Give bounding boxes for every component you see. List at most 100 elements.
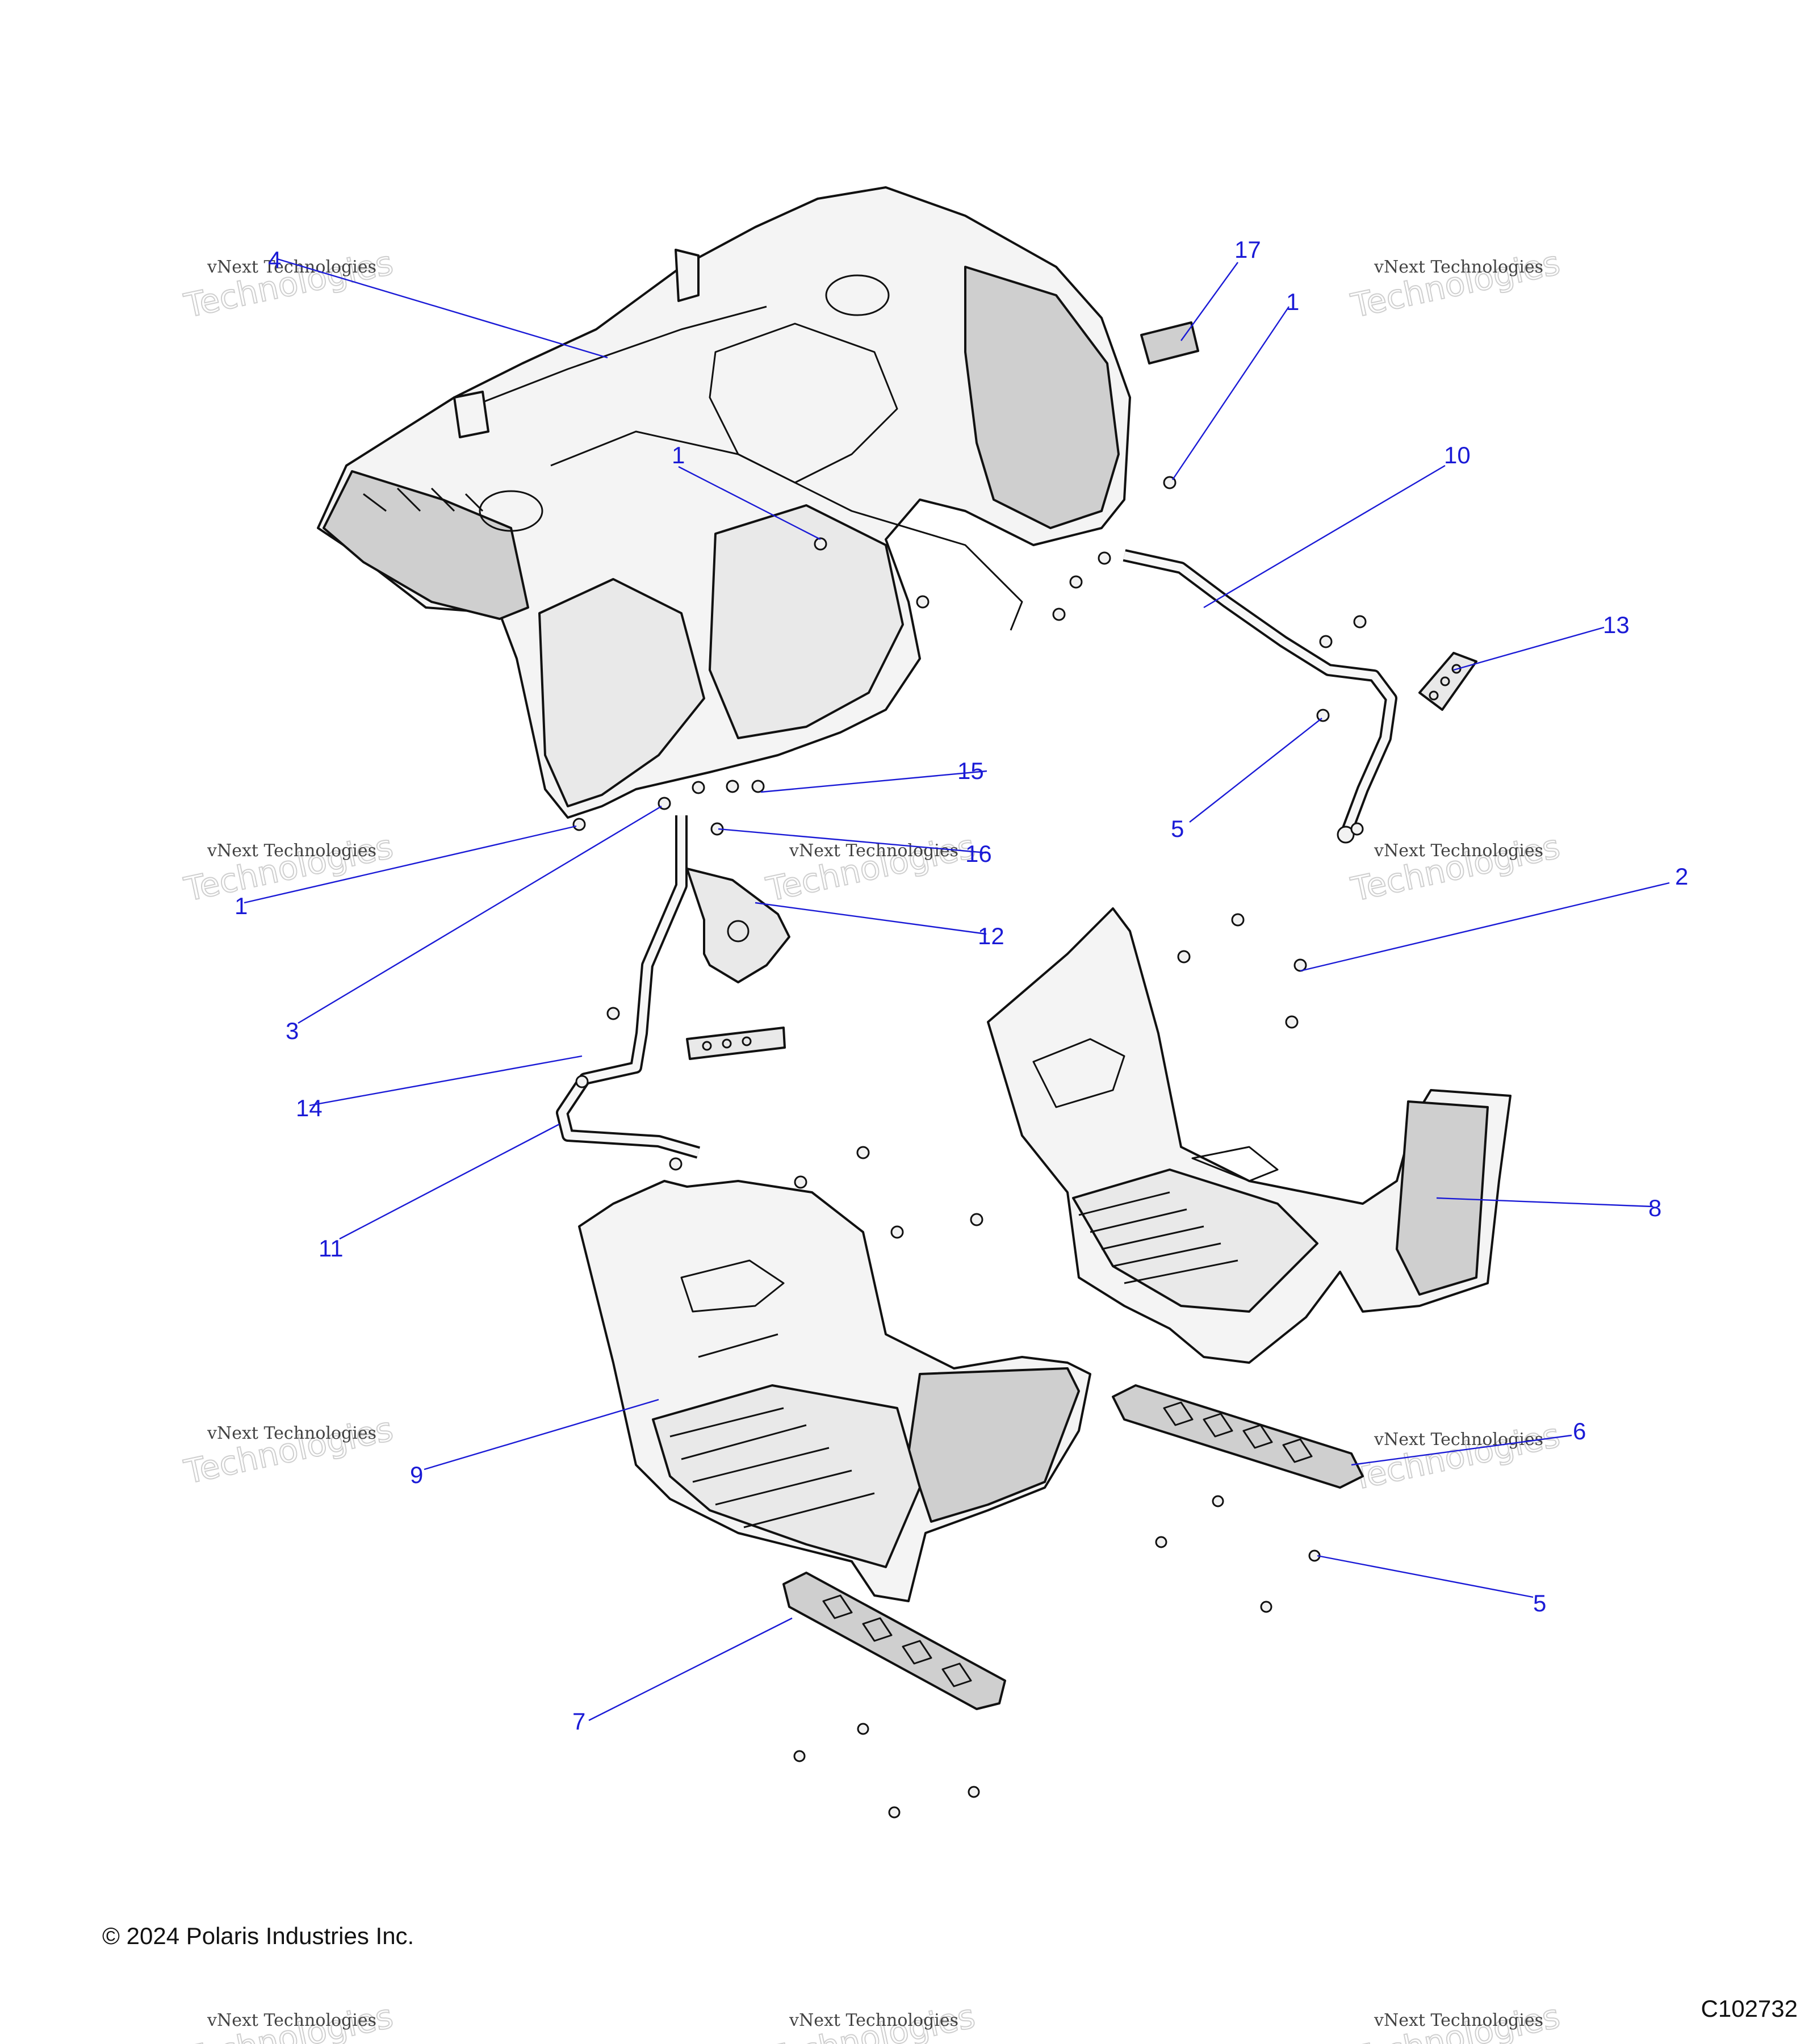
watermark-text: vNext Technologies: [207, 257, 376, 277]
bolt: [890, 1225, 904, 1239]
left-grab-bar-part: [556, 815, 701, 1159]
callout-8: 8: [1648, 1195, 1661, 1221]
leader-8: [1436, 1197, 1653, 1208]
left-footwell-part: [578, 1180, 1091, 1602]
watermark: Technologies vNext Technologies: [180, 827, 397, 910]
callout-2: 2: [1675, 863, 1688, 890]
hardware-group: [572, 476, 1367, 1819]
watermark: Technologies vNext Technologies: [1347, 827, 1564, 910]
leader-11: [339, 1123, 560, 1240]
leader-14: [309, 1055, 583, 1107]
splash-shield-part: [686, 868, 790, 983]
bolt: [1231, 913, 1245, 927]
watermark-large-text: Technologies: [181, 1410, 396, 1492]
bolt: [1177, 950, 1191, 964]
callout-4: 4: [268, 246, 281, 273]
watermark: Technologies vNext Technologies: [762, 827, 979, 910]
callout-6: 6: [1573, 1418, 1586, 1444]
leader-5a: [1189, 718, 1322, 823]
watermark: Technologies vNext Technologies: [1347, 1415, 1564, 1498]
watermark: Technologies vNext Technologies: [1347, 243, 1564, 326]
watermark-text: vNext Technologies: [207, 1423, 376, 1443]
right-grab-bar-part: [1123, 549, 1397, 844]
nut: [1212, 1495, 1224, 1507]
leader-4: [277, 258, 608, 359]
leader-9: [424, 1398, 659, 1471]
screw: [669, 1157, 683, 1171]
watermark-large-text: Technologies: [1347, 827, 1563, 909]
watermark: Technologies vNext Technologies: [762, 1996, 979, 2044]
nut: [726, 780, 739, 793]
callout-1: 1: [672, 442, 685, 468]
right-footwell-part: [987, 907, 1512, 1364]
callout-5: 5: [1533, 1590, 1546, 1616]
watermark-text: vNext Technologies: [1374, 257, 1543, 277]
screw: [1069, 575, 1083, 589]
callout-7: 7: [572, 1708, 585, 1735]
callout-9: 9: [410, 1461, 423, 1488]
callout-1: 1: [235, 893, 248, 919]
leader-15: [760, 770, 987, 793]
nut: [692, 781, 705, 794]
watermark: Technologies vNext Technologies: [180, 1409, 397, 1492]
bolt: [856, 1146, 870, 1159]
leader-7: [588, 1617, 793, 1722]
watermark-text: vNext Technologies: [207, 2011, 376, 2030]
leader-1c: [244, 825, 577, 904]
leader-2: [1300, 882, 1670, 972]
watermark: Technologies vNext Technologies: [1347, 1996, 1564, 2044]
bolt: [1293, 958, 1307, 972]
callout-labels: 4 17 1 1 10 13 15 16 5 1 2 12 3 14 8 11 …: [235, 236, 1688, 1735]
rear-fender-part: [317, 186, 1131, 819]
label-part: [1140, 321, 1199, 365]
watermark-text: vNext Technologies: [789, 841, 958, 861]
callout-11: 11: [319, 1235, 344, 1262]
screw: [1098, 551, 1111, 565]
callout-16: 16: [965, 840, 992, 867]
nut: [793, 1750, 806, 1762]
watermark: Technologies vNext Technologies: [180, 1996, 397, 2044]
right-bracket-part: [1418, 652, 1477, 711]
leader-16: [718, 828, 987, 854]
watermark-text: vNext Technologies: [207, 841, 376, 861]
bolt: [606, 1007, 620, 1020]
leader-lines: [244, 258, 1670, 1722]
nut: [1260, 1601, 1272, 1613]
leader-1a: [1172, 306, 1290, 480]
watermark-text: vNext Technologies: [789, 2011, 958, 2030]
left-footrest-part: [782, 1572, 1006, 1710]
nut: [1316, 709, 1330, 722]
push-rivet: [814, 537, 827, 551]
watermark-large-text: Technologies: [1347, 1416, 1563, 1498]
callout-15: 15: [957, 757, 984, 784]
callout-13: 13: [1603, 611, 1630, 638]
watermark-text: vNext Technologies: [1374, 2011, 1543, 2030]
callout-1: 1: [1286, 288, 1299, 315]
callout-17: 17: [1234, 236, 1261, 263]
leader-10: [1203, 464, 1446, 609]
watermark-large-text: Technologies: [763, 827, 978, 909]
leader-12: [755, 902, 987, 935]
leader-13: [1453, 626, 1605, 671]
watermark-text: vNext Technologies: [1374, 1430, 1543, 1450]
bolt: [1319, 635, 1333, 648]
bolt: [970, 1213, 983, 1226]
drawing-code: C102732: [1701, 1995, 1798, 2022]
bolt: [794, 1175, 807, 1189]
nut: [968, 1786, 980, 1798]
callout-12: 12: [978, 923, 1004, 949]
watermark-large-text: Technologies: [1347, 244, 1563, 325]
leader-17: [1180, 262, 1238, 341]
callout-3: 3: [286, 1017, 299, 1044]
bolt: [575, 1075, 589, 1088]
bolt: [1350, 822, 1364, 836]
left-bracket-part: [686, 1027, 786, 1060]
nut: [1155, 1536, 1167, 1548]
leader-5b: [1317, 1555, 1534, 1598]
right-footrest-part: [1112, 1384, 1364, 1489]
push-rivet: [572, 818, 586, 831]
screw: [916, 595, 930, 609]
watermark-large-text: Technologies: [181, 827, 396, 909]
screw: [1052, 608, 1066, 621]
